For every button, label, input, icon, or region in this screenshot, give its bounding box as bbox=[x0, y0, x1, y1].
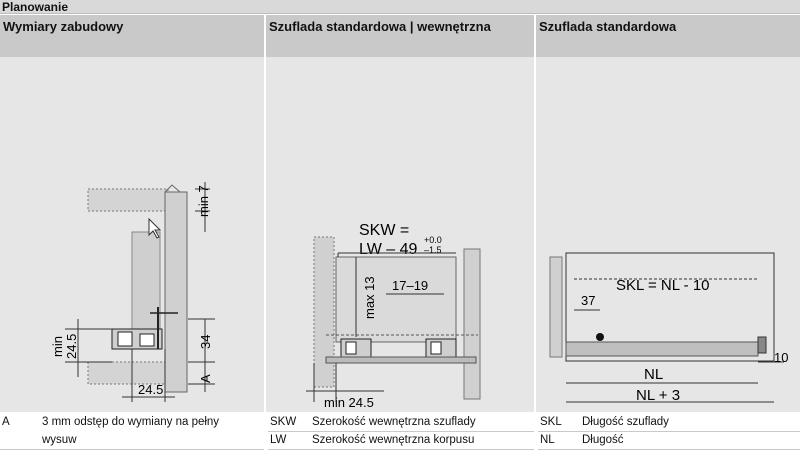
skw-formula-line1: SKW = bbox=[359, 222, 409, 239]
dim-min-label: min bbox=[50, 336, 65, 357]
dim-min-24-5-label: min 24.5 bbox=[324, 395, 374, 410]
legend-desc-line2: wysuw bbox=[42, 434, 77, 446]
legend-row: SKW Szerokość wewnętrzna szuflady bbox=[268, 413, 534, 432]
drawer-length-diagram: SKL = NL - 10 37 10 NL NL + 3 bbox=[549, 252, 788, 404]
legend-col2: SKW Szerokość wewnętrzna szuflady LW Sze… bbox=[268, 413, 534, 459]
page-title: Planowanie bbox=[0, 0, 800, 14]
dim-min-7-label: min 7 bbox=[196, 185, 211, 217]
dim-24-5-bottom-label: 24.5 bbox=[138, 382, 163, 397]
dim-max-13-label: max 13 bbox=[362, 276, 377, 319]
legend-desc: 3 mm odstęp do wymiany na pełny bbox=[42, 416, 220, 428]
dim-nl-label: NL bbox=[644, 366, 663, 383]
dim-10-label: 10 bbox=[774, 350, 788, 365]
dim-34-label: 34 bbox=[198, 335, 213, 349]
skw-formula-line2: LW – 49 bbox=[359, 241, 418, 258]
panel-title: Wymiary zabudowy bbox=[0, 15, 264, 57]
legend-desc: Długość szuflady bbox=[582, 416, 669, 428]
legend-row: LW Szerokość wewnętrzna korpusu bbox=[268, 431, 534, 450]
dim-24-5-vertical-label: 24.5 bbox=[64, 334, 79, 359]
legend-abbr: SKL bbox=[540, 416, 562, 428]
drawer-width-diagram: SKW = LW – 49 +0.0 –1.5 max 13 17–19 min… bbox=[306, 222, 481, 410]
panel-installation-dimensions: Wymiary zabudowy min 7 34 A min bbox=[0, 15, 264, 412]
dim-nl-plus-3-label: NL + 3 bbox=[636, 387, 680, 404]
dim-a-label: A bbox=[198, 374, 213, 383]
tolerance-lower: –1.5 bbox=[424, 245, 442, 255]
panel-standard-internal-drawer: Szuflada standardowa | wewnętrzna SKW = … bbox=[266, 15, 534, 412]
installation-diagram: min 7 34 A min 24.5 24.5 bbox=[50, 182, 215, 402]
legend-desc: Długość bbox=[582, 434, 624, 446]
legend-desc: Szerokość wewnętrzna korpusu bbox=[312, 434, 475, 446]
legend-col3: SKL Długość szuflady NL Długość bbox=[538, 413, 800, 459]
skl-formula-label: SKL = NL - 10 bbox=[616, 277, 710, 294]
legend-abbr: NL bbox=[540, 434, 555, 446]
legend-abbr: LW bbox=[270, 434, 287, 446]
dim-37-label: 37 bbox=[581, 293, 595, 308]
panel-title: Szuflada standardowa | wewnętrzna bbox=[266, 15, 534, 57]
legend-desc: Szerokość wewnętrzna szuflady bbox=[312, 416, 476, 428]
panel-title: Szuflada standardowa bbox=[536, 15, 800, 57]
dim-17-19-label: 17–19 bbox=[392, 278, 428, 293]
tolerance-upper: +0.0 bbox=[424, 235, 442, 245]
legend-col1: A 3 mm odstęp do wymiany na pełny wysuw bbox=[0, 413, 264, 459]
legend-abbr: A bbox=[2, 416, 10, 428]
legend-abbr: SKW bbox=[270, 416, 297, 428]
panel-standard-drawer: Szuflada standardowa SKL = NL - 10 37 10… bbox=[536, 15, 800, 412]
legend-row: SKL Długość szuflady bbox=[538, 413, 800, 432]
legend-row: A 3 mm odstęp do wymiany na pełny wysuw bbox=[0, 413, 264, 450]
legend-row: NL Długość bbox=[538, 431, 800, 450]
